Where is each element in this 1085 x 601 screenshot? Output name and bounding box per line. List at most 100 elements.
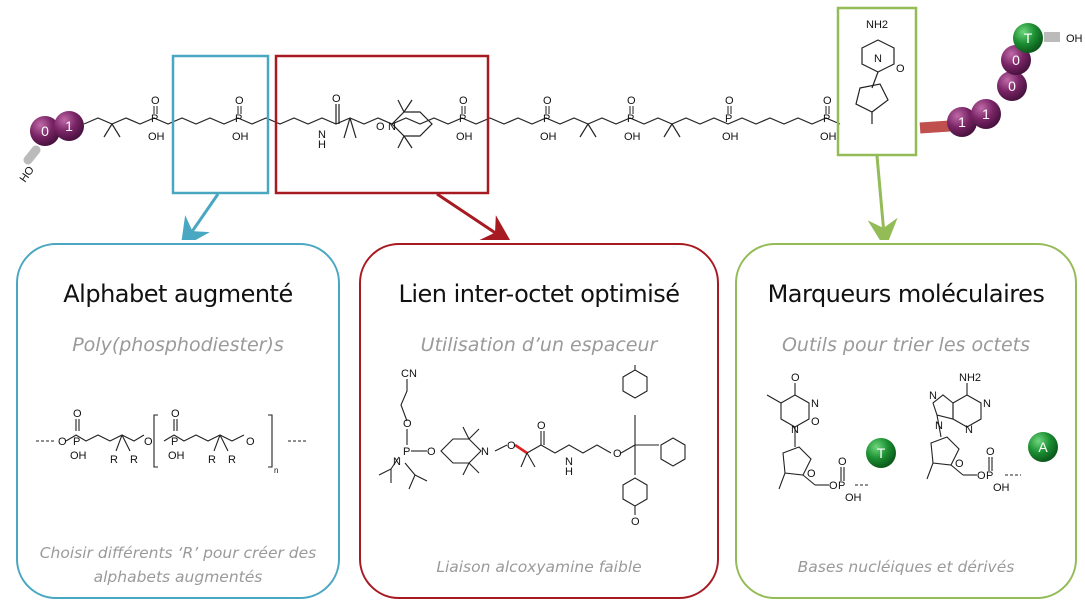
svg-text:P: P: [725, 113, 732, 125]
svg-text:R: R: [208, 454, 216, 466]
svg-text:P: P: [986, 470, 993, 482]
svg-text:O: O: [807, 468, 816, 480]
svg-text:OH: OH: [845, 492, 862, 504]
panel-optimized-linker: Lien inter-octet optimisé Utilisation d’…: [359, 243, 719, 599]
svg-text:OH: OH: [168, 450, 185, 462]
arrow-red: [436, 192, 513, 240]
svg-text:O: O: [58, 436, 67, 448]
svg-text:P: P: [403, 446, 410, 458]
svg-text:n: n: [274, 466, 278, 475]
right-end-label: OH: [1066, 33, 1083, 45]
svg-text:O: O: [613, 448, 622, 460]
bead-label: 0: [1008, 78, 1016, 94]
svg-text:O: O: [543, 95, 552, 107]
cytidine-labels: NH2 O N: [866, 19, 905, 75]
svg-text:P: P: [627, 113, 634, 125]
svg-text:O: O: [507, 440, 516, 452]
svg-text:R: R: [130, 454, 138, 466]
svg-text:O: O: [986, 446, 995, 458]
svg-text:O: O: [896, 63, 905, 75]
panel-augmented-alphabet: Alphabet augmenté Poly(phosphodiester)s …: [16, 243, 340, 599]
bead-label: 0: [41, 123, 49, 139]
svg-text:N: N: [811, 398, 819, 410]
svg-text:P: P: [459, 113, 466, 125]
panel-subtitle: Utilisation d’un espaceur: [420, 334, 658, 356]
svg-text:NH2: NH2: [959, 373, 981, 384]
svg-text:OH: OH: [993, 482, 1010, 494]
left-end-label: HO: [18, 164, 38, 185]
marker-badge-t: T: [866, 438, 896, 468]
svg-text:N: N: [791, 424, 799, 436]
right-beads: 1 1 0 0 T OH: [919, 23, 1083, 137]
panel-molecular-markers: Marqueurs moléculaires Outils pour trier…: [735, 243, 1077, 599]
svg-text:OH: OH: [232, 131, 249, 143]
svg-text:O: O: [151, 95, 160, 107]
svg-text:O: O: [811, 416, 820, 428]
svg-text:O: O: [955, 458, 964, 470]
svg-text:N: N: [393, 456, 401, 468]
svg-text:CN: CN: [401, 368, 417, 380]
svg-text:H: H: [565, 466, 573, 478]
svg-text:O: O: [427, 446, 436, 458]
svg-text:P: P: [838, 480, 845, 492]
spacer-linker: [335, 99, 433, 149]
svg-text:A: A: [1038, 439, 1048, 455]
backbone: [83, 117, 841, 125]
svg-text:O: O: [332, 93, 341, 105]
svg-text:R: R: [228, 454, 236, 466]
svg-text:O: O: [977, 470, 986, 482]
panel-footer: Bases nucléiques et dérivés: [797, 558, 1015, 576]
svg-text:O: O: [823, 95, 832, 107]
nucleotide-structures: O N O N O O O P OH NH2 N N N N O O O P O…: [766, 373, 1058, 504]
svg-text:R: R: [110, 454, 118, 466]
left-beads: 0 1: [30, 111, 84, 146]
svg-text:H: H: [318, 139, 326, 151]
svg-text:OH: OH: [148, 131, 165, 143]
svg-text:O: O: [376, 121, 385, 133]
svg-text:T: T: [877, 445, 886, 461]
svg-text:O: O: [403, 418, 412, 430]
svg-text:P: P: [823, 113, 830, 125]
panel-title: Alphabet augmenté: [63, 280, 293, 308]
cytidine-nucleotide: [855, 39, 895, 124]
bead-label: 1: [982, 106, 990, 122]
svg-text:N: N: [983, 398, 991, 410]
svg-text:P: P: [543, 113, 550, 125]
svg-text:P: P: [151, 113, 158, 125]
panel-subtitle: Poly(phosphodiester)s: [72, 334, 284, 356]
svg-text:O: O: [791, 373, 800, 384]
panel-footer: Liaison alcoxyamine faible: [436, 558, 642, 576]
svg-text:N: N: [929, 390, 937, 402]
svg-text:N: N: [874, 53, 882, 65]
panel-subtitle: Outils pour trier les octets: [781, 334, 1031, 356]
svg-text:O: O: [829, 480, 838, 492]
svg-text:O: O: [171, 408, 180, 420]
highlight-box-green: [836, 6, 918, 157]
svg-text:OH: OH: [540, 131, 557, 143]
panel-title: Lien inter-octet optimisé: [398, 280, 680, 308]
bead-label: 0: [1012, 52, 1020, 68]
svg-text:N: N: [481, 446, 489, 458]
svg-text:P: P: [73, 436, 80, 448]
svg-text:NH2: NH2: [866, 19, 888, 31]
svg-text:O: O: [631, 516, 640, 528]
svg-text:OH: OH: [624, 131, 641, 143]
svg-text:N: N: [565, 456, 573, 468]
marker-bead-label: T: [1024, 30, 1033, 46]
svg-text:OH: OH: [722, 131, 739, 143]
alkoxyamine-structure: CN O P N O N O O N H O O O: [378, 365, 686, 528]
svg-text:P: P: [171, 436, 178, 448]
dimethyl-groups: [103, 123, 681, 138]
svg-text:N: N: [318, 129, 326, 141]
svg-text:N: N: [935, 420, 943, 432]
left-terminal: HO: [18, 145, 41, 185]
footer-line-1: Choisir différents ‘R’ pour créer des: [39, 544, 317, 562]
panel-title: Marqueurs moléculaires: [767, 280, 1045, 308]
linker-labels: O N H O N: [318, 93, 396, 151]
svg-text:OH: OH: [456, 131, 473, 143]
arrow-blue: [180, 193, 220, 240]
bead-label: 1: [65, 118, 73, 134]
marker-badge-a: A: [1028, 432, 1058, 462]
